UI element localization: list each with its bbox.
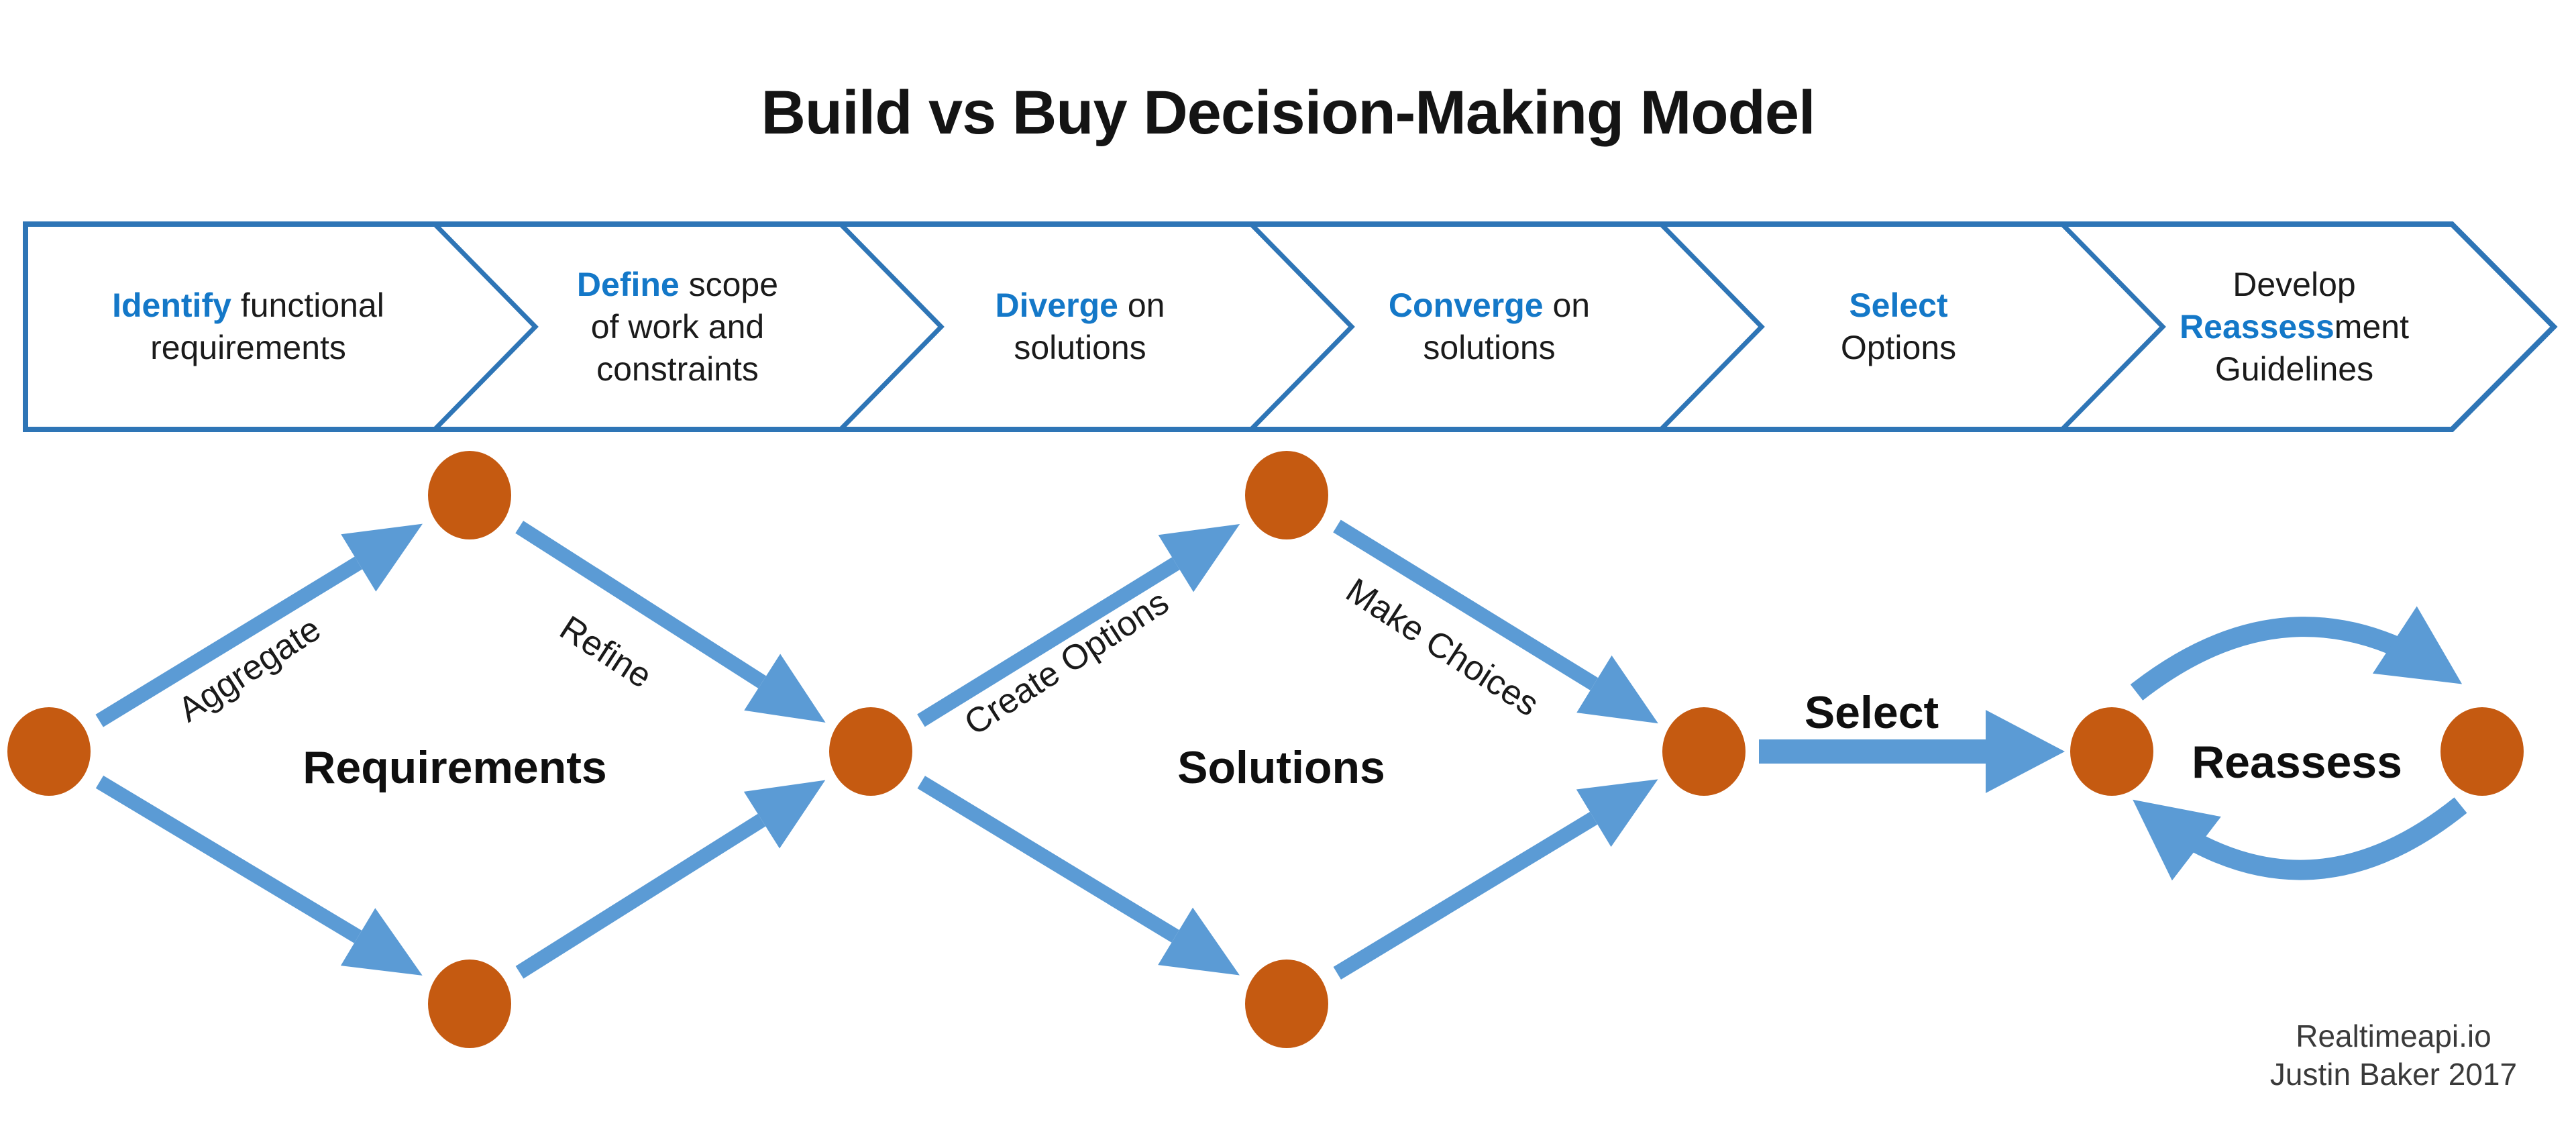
label-create-options: Create Options bbox=[958, 582, 1176, 743]
step-text: Develop bbox=[2233, 265, 2356, 303]
step-text: ment Guidelines bbox=[2214, 307, 2409, 388]
arrow-shaft bbox=[917, 776, 1179, 943]
step-emphasis: Select bbox=[1849, 287, 1948, 324]
step-text: functional requirements bbox=[150, 287, 384, 366]
arrow-refine bbox=[515, 521, 826, 723]
arrow-split-down-2 bbox=[917, 776, 1240, 976]
arrowhead-icon bbox=[341, 523, 423, 592]
step-emphasis: Identify bbox=[112, 287, 231, 324]
arrowhead-icon bbox=[1158, 524, 1240, 592]
arrow-reassess-bottom-arc bbox=[2133, 797, 2467, 881]
process-step-identify: Identify functional requirements bbox=[60, 234, 436, 420]
arrowhead-icon bbox=[1158, 907, 1240, 976]
step-text: Options bbox=[1840, 329, 1957, 366]
chevron-divider-icon bbox=[1249, 222, 1355, 431]
arrowhead-icon bbox=[1576, 655, 1658, 724]
node-selected bbox=[2070, 707, 2153, 796]
node-req-top bbox=[428, 451, 511, 539]
label-select: Select bbox=[1805, 687, 1939, 738]
label-refine: Refine bbox=[553, 609, 659, 696]
arrow-make-choices bbox=[1333, 519, 1658, 724]
arrowhead-icon bbox=[743, 780, 826, 849]
arrow-shaft bbox=[1333, 811, 1598, 980]
credits: Realtimeapi.io Justin Baker 2017 bbox=[2192, 1017, 2576, 1094]
node-reassess-end bbox=[2440, 707, 2524, 796]
step-text: on solutions bbox=[1014, 287, 1165, 366]
label-requirements: Requirements bbox=[303, 742, 606, 793]
arrow-shaft bbox=[515, 521, 767, 688]
credit-site: Realtimeapi.io bbox=[2296, 1019, 2491, 1053]
process-step-converge: Converge on solutions bbox=[1301, 234, 1677, 420]
process-bar-outline bbox=[23, 221, 2558, 432]
arrowhead-icon bbox=[744, 654, 826, 723]
step-emphasis: Diverge bbox=[995, 287, 1118, 324]
node-sol-converge bbox=[1662, 707, 1746, 796]
chevron-divider-icon bbox=[839, 222, 945, 431]
arrow-shaft bbox=[515, 813, 766, 979]
step-text: scope of work and constraints bbox=[590, 265, 779, 388]
arrow-shaft bbox=[95, 775, 362, 943]
process-step-reassess: Develop Reassessment Guidelines bbox=[2106, 234, 2482, 420]
node-start bbox=[7, 707, 91, 796]
arrowhead-icon bbox=[340, 908, 423, 976]
chevron-divider-icon bbox=[433, 222, 539, 431]
arrow-merge-up-1 bbox=[515, 780, 826, 979]
step-emphasis: Converge bbox=[1388, 287, 1544, 324]
page-title: Build vs Buy Decision-Making Model bbox=[761, 79, 1815, 147]
node-req-converge bbox=[829, 707, 912, 796]
arrow-shaft bbox=[95, 556, 363, 727]
step-emphasis: Define bbox=[576, 265, 680, 303]
step-text: on solutions bbox=[1423, 287, 1591, 366]
node-req-bottom bbox=[428, 960, 511, 1048]
arrow-shaft bbox=[917, 557, 1180, 727]
arrow-merge-up-2 bbox=[1333, 779, 1658, 980]
arrow-reassess-top-arc bbox=[2130, 606, 2463, 701]
chevron-divider-icon bbox=[1659, 222, 1765, 431]
label-reassess: Reassess bbox=[2192, 737, 2402, 788]
process-step-diverge: Diverge on solutions bbox=[892, 234, 1268, 420]
arrowhead-icon bbox=[1576, 779, 1658, 847]
arrow-shaft bbox=[1333, 519, 1599, 690]
arrowhead-icon bbox=[1986, 710, 2065, 793]
process-step-define: Define scope of work and constraints bbox=[490, 234, 865, 420]
arrow-split-down-1 bbox=[95, 775, 423, 976]
label-solutions: Solutions bbox=[1177, 742, 1385, 793]
node-sol-top bbox=[1245, 451, 1328, 539]
credit-author: Justin Baker 2017 bbox=[2269, 1057, 2518, 1092]
chevron-divider-icon bbox=[2060, 222, 2166, 431]
arrow-aggregate bbox=[95, 523, 423, 727]
arrow-select bbox=[1759, 710, 2065, 793]
arrow-create-options bbox=[917, 524, 1240, 727]
process-step-select: Select Options bbox=[1711, 234, 2086, 420]
node-sol-bottom bbox=[1245, 960, 1328, 1048]
step-emphasis: Reassess bbox=[2180, 307, 2334, 346]
